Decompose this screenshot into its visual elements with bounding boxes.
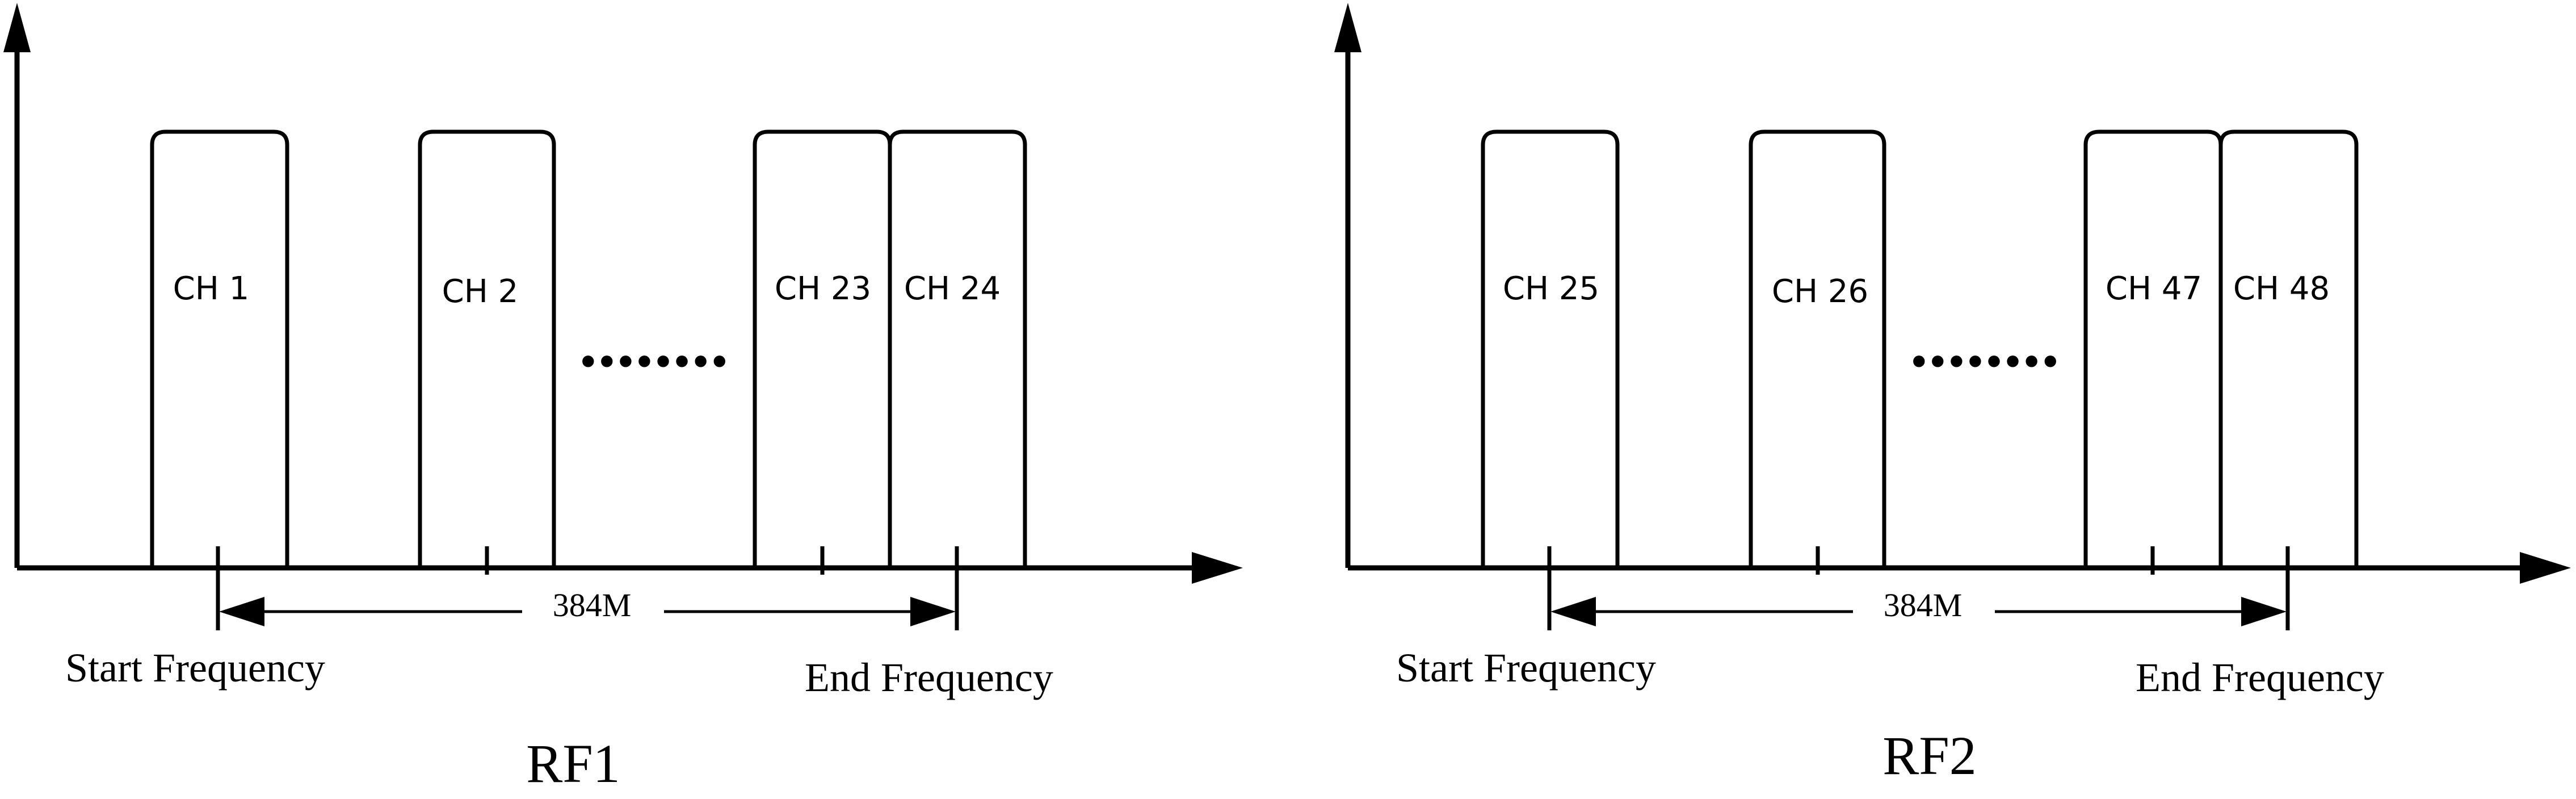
span-label: 384M xyxy=(553,587,632,624)
channel-label: CH 48 xyxy=(2233,270,2330,307)
ellipsis: •••••••• xyxy=(578,343,728,382)
panel-rf2: CH 25 CH 26 CH 47 CH 48 •••••••• 384M St… xyxy=(1334,3,2571,786)
end-frequency-label: End Frequency xyxy=(2136,655,2384,700)
start-frequency-label: Start Frequency xyxy=(1396,645,1656,691)
channel-label: CH 2 xyxy=(442,273,519,310)
panel-rf1: CH 1 CH 2 CH 23 CH 24 •••••••• 384M xyxy=(3,3,1243,794)
start-frequency-label: Start Frequency xyxy=(65,645,325,691)
span-label: 384M xyxy=(1884,587,1963,624)
channel-label: CH 47 xyxy=(2106,270,2202,307)
channel-box: CH 25 xyxy=(1481,129,1620,567)
ellipsis: •••••••• xyxy=(1909,343,2059,382)
channel-label: CH 1 xyxy=(173,270,250,307)
bandwidth-span: 384M xyxy=(219,587,956,626)
channel-label: CH 24 xyxy=(904,270,1001,307)
channel-box: CH 26 xyxy=(1749,129,1886,567)
panel-label: RF1 xyxy=(526,733,620,794)
x-axis xyxy=(1348,552,2571,584)
panel-label: RF2 xyxy=(1882,725,1976,786)
channel-box: CH 23 xyxy=(753,129,892,567)
y-axis xyxy=(1334,3,1361,568)
end-frequency-label: End Frequency xyxy=(805,655,1053,700)
y-axis xyxy=(3,3,31,568)
channel-label: CH 25 xyxy=(1503,270,1599,307)
channel-box: CH 1 xyxy=(150,129,289,567)
channel-box: CH 47 xyxy=(2083,129,2223,567)
channel-box: CH 24 xyxy=(888,129,1027,567)
channel-box: CH 2 xyxy=(418,129,556,567)
bandwidth-span: 384M xyxy=(1550,587,2287,626)
channel-label: CH 23 xyxy=(775,270,871,307)
channel-label: CH 26 xyxy=(1772,273,1868,310)
x-axis xyxy=(17,552,1243,584)
channel-box: CH 48 xyxy=(2218,129,2359,567)
